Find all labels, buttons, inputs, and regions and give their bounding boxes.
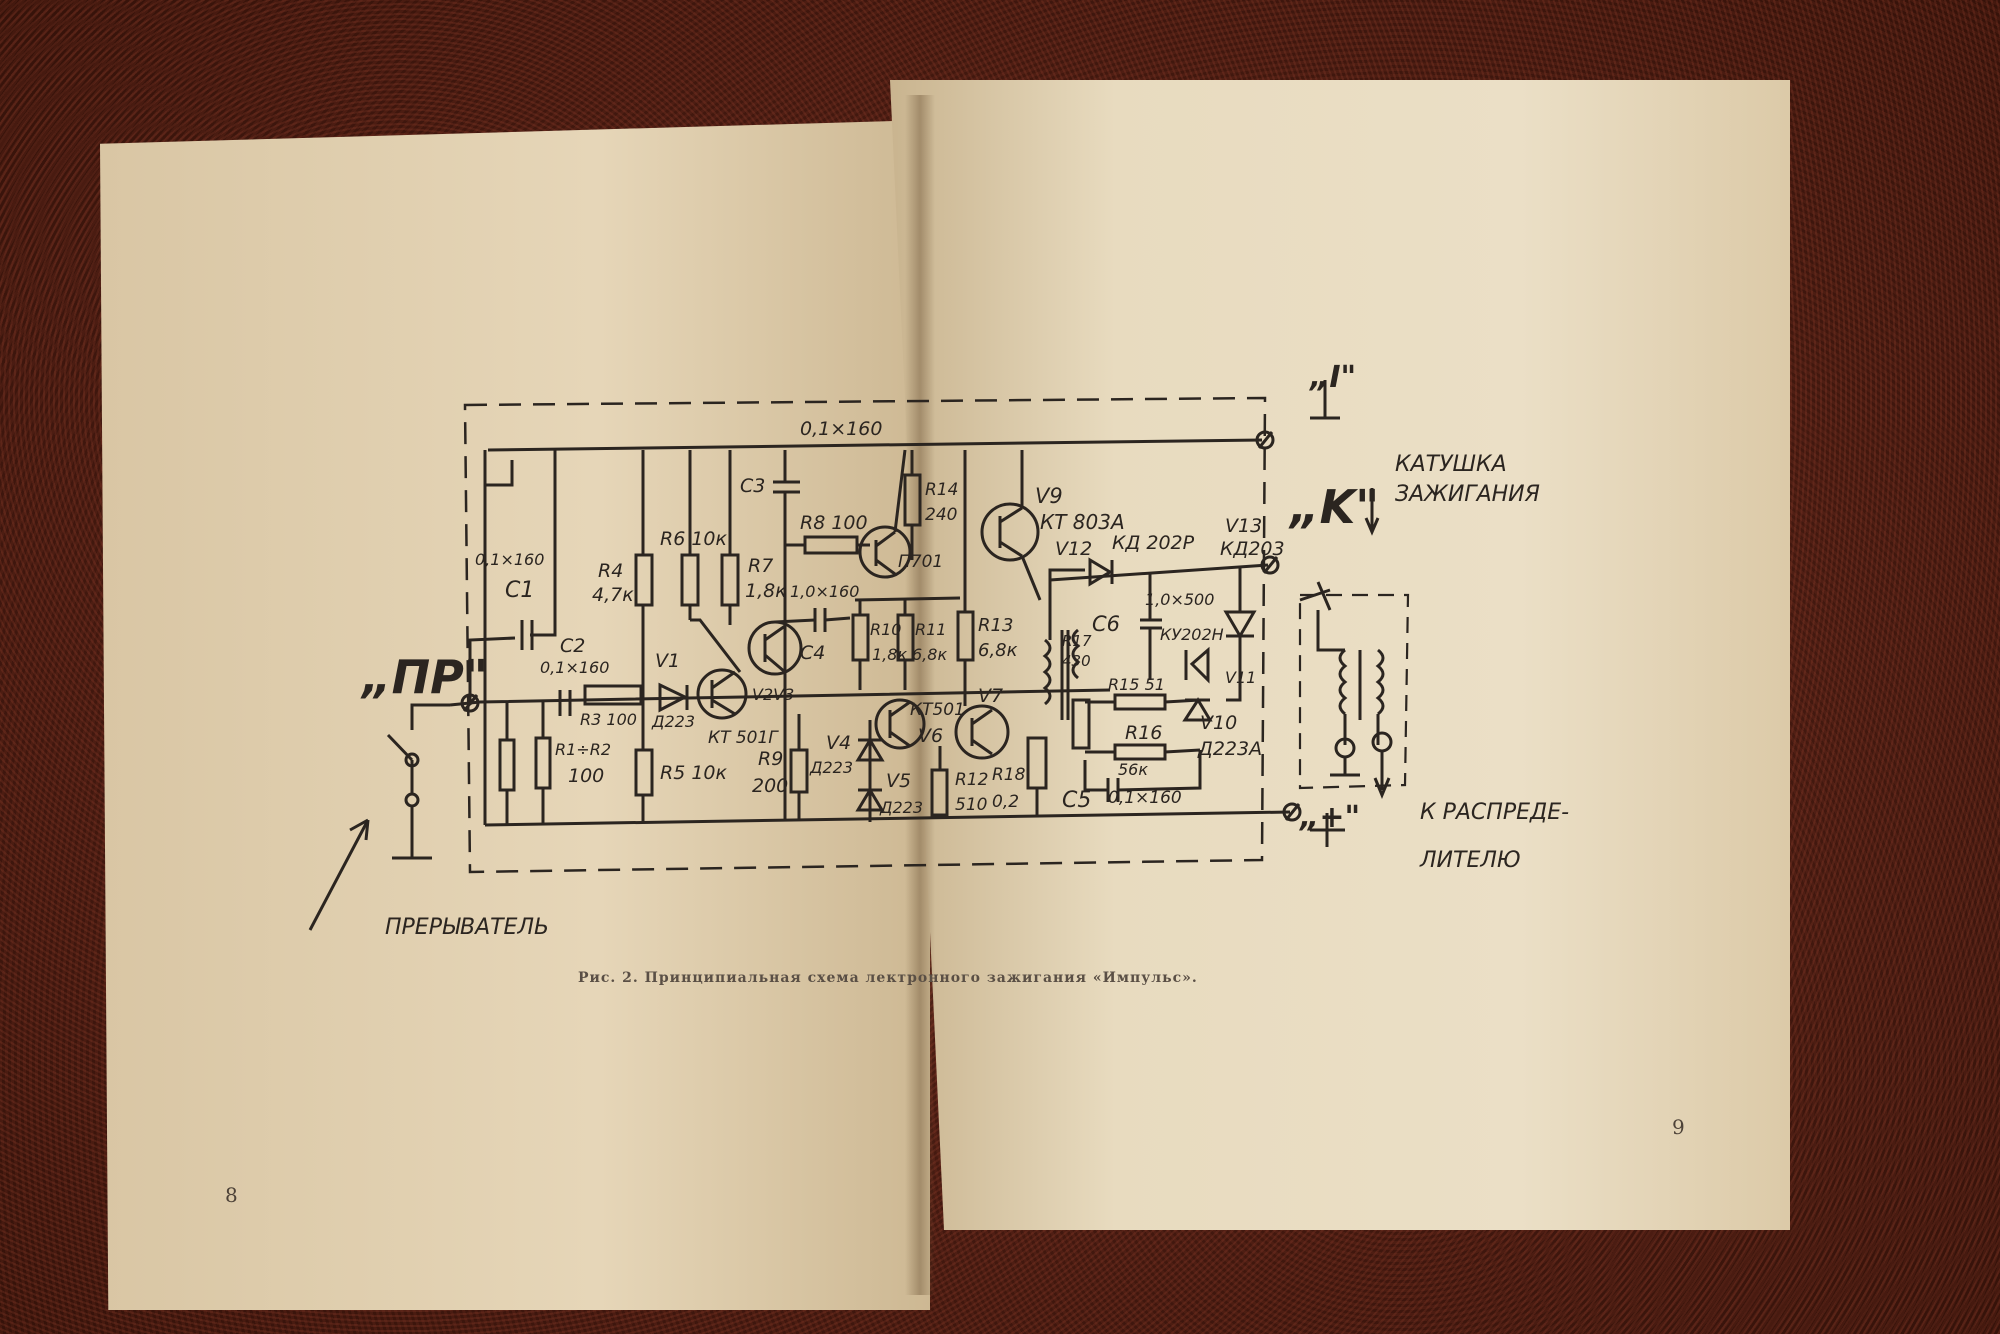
comp-v9-type: КТ 803А	[1040, 510, 1125, 534]
comp-c5: C5	[1062, 788, 1092, 813]
comp-v10: V10	[1200, 712, 1238, 734]
comp-v12-type: КД 202Р	[1112, 532, 1195, 554]
comp-v2v3: V2V3	[752, 685, 795, 704]
left-page	[100, 120, 930, 1310]
comp-p701: П701	[898, 552, 944, 572]
comp-v4-type: Д223	[810, 758, 854, 777]
comp-c2: C2	[560, 635, 586, 657]
comp-c1-value: 0,1×160	[475, 550, 545, 569]
comp-r5: R5 10к	[660, 762, 727, 784]
comp-c-1x160: 1,0×160	[790, 582, 860, 601]
comp-c2-value: 0,1×160	[540, 658, 610, 677]
comp-r9: R9	[758, 748, 784, 770]
comp-r7-value: 1,8к	[745, 580, 787, 602]
comp-r18-value: 0,2	[992, 792, 1020, 812]
comp-r6: R6 10к	[660, 528, 727, 550]
distributor-label-line2: ЛИТЕЛЮ	[1420, 848, 1521, 873]
comp-v13: V13	[1225, 515, 1263, 537]
comp-r10: R10	[870, 620, 902, 639]
comp-r4-value: 4,7к	[592, 584, 634, 606]
comp-v5: V5	[886, 770, 912, 792]
comp-r7: R7	[748, 555, 774, 577]
comp-c6-value: 1,0×500	[1145, 590, 1215, 609]
comp-r10-value: 1,8к	[872, 645, 908, 664]
terminal-i-label: „I"	[1310, 360, 1357, 395]
coil-box	[1298, 593, 1410, 790]
comp-r16: R16	[1125, 722, 1163, 744]
comp-kt501: КТ501	[910, 700, 965, 720]
comp-r3: R3 100	[580, 710, 637, 729]
top-rail	[487, 438, 1263, 452]
comp-r14: R14	[925, 480, 959, 500]
comp-r1r2: R1÷R2	[555, 740, 611, 759]
comp-r4: R4	[598, 560, 624, 582]
comp-r18: R18	[992, 765, 1026, 785]
comp-v2v3-type: КТ 501Г	[708, 728, 778, 748]
comp-v13-type: КД203	[1220, 538, 1285, 560]
comp-c6: C6	[1092, 612, 1121, 636]
comp-r12: R12	[955, 770, 989, 790]
comp-v12: V12	[1055, 538, 1093, 560]
breaker-label: ПРЕРЫВАТЕЛЬ	[385, 915, 550, 940]
comp-r15: R15 51	[1108, 675, 1165, 694]
comp-r13: R13	[978, 615, 1014, 636]
comp-v6: V6	[918, 725, 944, 747]
comp-r14-value: 240	[925, 505, 958, 525]
comp-r17-value: 430	[1062, 652, 1091, 670]
comp-r1r2-value: 100	[568, 765, 605, 787]
left-page-number: 8	[225, 1183, 238, 1207]
comp-c5-value: 0,1×160	[1108, 788, 1182, 808]
comp-c-top: 0,1×160	[800, 418, 883, 440]
coil-label-line2: ЗАЖИГАНИЯ	[1395, 482, 1540, 507]
comp-r12-value: 510	[955, 795, 988, 815]
comp-v7: V7	[978, 685, 1004, 707]
terminal-plus-label: „+"	[1300, 800, 1361, 835]
comp-r8: R8 100	[800, 512, 868, 534]
right-page-number: 9	[1672, 1115, 1685, 1139]
comp-v11: V11	[1225, 668, 1257, 687]
comp-r16-value: 56к	[1118, 760, 1149, 779]
comp-v1: V1	[655, 650, 681, 672]
bottom-rail	[484, 810, 1291, 827]
comp-c3: C3	[740, 475, 766, 497]
comp-c1: C1	[505, 578, 535, 603]
comp-r11-value: 6,8к	[912, 645, 948, 664]
comp-v1-type: Д223	[652, 712, 696, 731]
coil-label-line1: КАТУШКА	[1395, 452, 1507, 477]
comp-c4: C4	[800, 642, 826, 664]
comp-v10-type: Д223А	[1198, 738, 1263, 760]
comp-r17: R17	[1062, 632, 1092, 650]
comp-r9-value: 200	[752, 775, 789, 797]
comp-v5-type: Д223	[880, 798, 924, 817]
figure-caption: Рис. 2. Принципиальная схема лектронного…	[578, 970, 1198, 986]
comp-r13-value: 6,8к	[978, 640, 1018, 661]
comp-ku202: КУ202Н	[1160, 625, 1224, 644]
distributor-label-line1: К РАСПРЕДЕ-	[1420, 800, 1570, 825]
terminal-k-label: „K"	[1290, 480, 1380, 534]
pr-terminal-label: „ПР"	[362, 650, 488, 704]
comp-v4: V4	[826, 732, 852, 754]
dashed-enclosure	[463, 396, 1267, 874]
comp-r11: R11	[915, 620, 947, 639]
comp-v9: V9	[1035, 484, 1063, 508]
